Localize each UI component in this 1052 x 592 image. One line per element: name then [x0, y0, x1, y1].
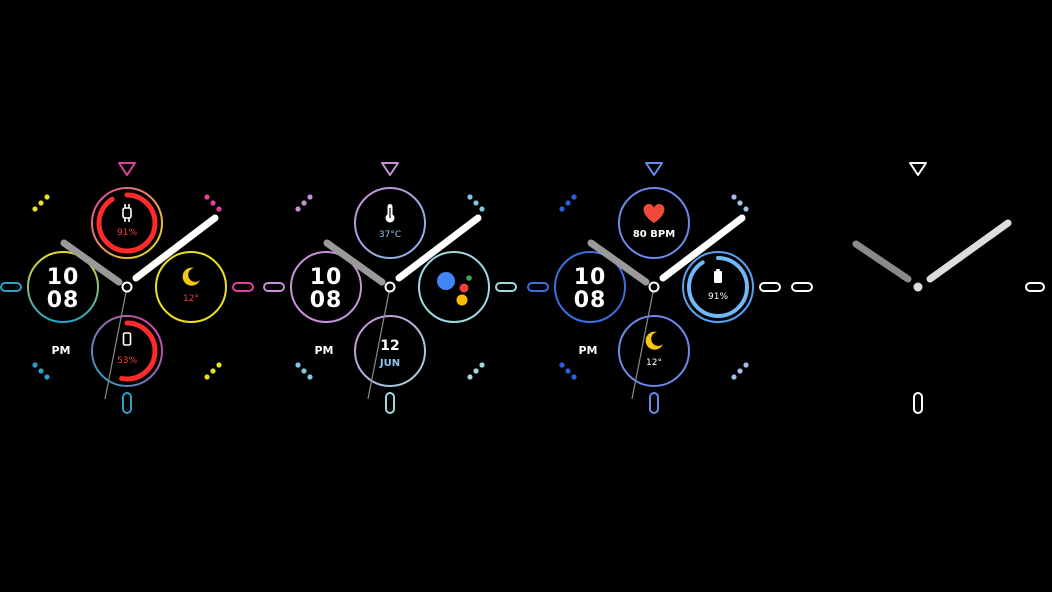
- right-complication[interactable]: 12°: [155, 251, 227, 323]
- center-pin: [648, 281, 660, 293]
- minute-hand: [659, 214, 746, 282]
- hour-hand: [60, 239, 123, 286]
- dots-top-right: [467, 194, 485, 212]
- nine-marker: [791, 282, 813, 292]
- center-pin: [913, 282, 923, 292]
- top-complication[interactable]: 37°C: [354, 187, 426, 259]
- six-marker: [649, 392, 659, 414]
- center-pin: [121, 281, 133, 293]
- nine-marker: [0, 282, 22, 292]
- ampm-label: PM: [578, 344, 597, 357]
- dots-top-left: [559, 194, 577, 212]
- heart-icon: [643, 204, 665, 223]
- dots-bottom-right: [467, 362, 485, 380]
- dots-bottom-left: [295, 362, 313, 380]
- minute-hand: [132, 214, 219, 282]
- watch-face-4[interactable]: [791, 162, 1045, 414]
- right-progress-arc: [687, 256, 749, 318]
- moon-icon: [182, 267, 200, 286]
- second-hand: [631, 286, 655, 400]
- top-complication-value: 37°C: [379, 230, 401, 240]
- hour-hand: [852, 240, 912, 283]
- bottom-progress-arc: [96, 320, 158, 382]
- dots-bottom-left: [32, 362, 50, 380]
- moon-icon: [645, 331, 663, 350]
- hour-hand: [323, 239, 386, 286]
- phone-icon: [122, 332, 132, 346]
- battery-icon: [714, 269, 722, 283]
- dots-top-right: [204, 194, 222, 212]
- twelve-triangle-marker: [118, 162, 136, 176]
- nine-marker: [263, 282, 285, 292]
- bottom-complication-value: 53%: [117, 356, 137, 366]
- twelve-triangle-marker: [909, 162, 927, 176]
- assistant-icon: [437, 272, 472, 306]
- time-minute: 08: [574, 288, 607, 313]
- hour-hand: [587, 239, 650, 286]
- time-hour: 10: [47, 265, 80, 290]
- watch-face-3[interactable]: 10 08 PM 80 BPM 91% 12°: [527, 162, 781, 414]
- dots-bottom-right: [731, 362, 749, 380]
- bottom-complication[interactable]: 12 JUN: [354, 315, 426, 387]
- ampm-label: PM: [314, 344, 333, 357]
- six-marker: [122, 392, 132, 414]
- time-minute: 08: [47, 288, 80, 313]
- twelve-triangle-marker: [381, 162, 399, 176]
- bottom-complication-value: 12°: [646, 358, 662, 368]
- nine-marker: [527, 282, 549, 292]
- three-marker: [495, 282, 517, 292]
- minute-hand: [926, 219, 1012, 283]
- watch-icon: [122, 204, 132, 222]
- right-complication[interactable]: 91%: [682, 251, 754, 323]
- bottom-complication[interactable]: 12°: [618, 315, 690, 387]
- right-complication-value: 12°: [183, 294, 199, 304]
- time-complication[interactable]: 10 08: [554, 251, 626, 323]
- top-progress-arc: [96, 192, 158, 254]
- thermometer-icon: [385, 204, 395, 223]
- date-day: 12: [380, 338, 399, 354]
- second-hand: [367, 286, 391, 400]
- date-month: JUN: [379, 358, 400, 369]
- dots-bottom-right: [204, 362, 222, 380]
- dots-top-left: [295, 194, 313, 212]
- minute-hand: [395, 214, 482, 282]
- right-complication-value: 91%: [708, 292, 728, 302]
- center-pin: [384, 281, 396, 293]
- six-marker: [385, 392, 395, 414]
- top-complication-value: 91%: [117, 228, 137, 238]
- time-hour: 10: [310, 265, 343, 290]
- dots-top-right: [731, 194, 749, 212]
- top-complication[interactable]: 80 BPM: [618, 187, 690, 259]
- dots-bottom-left: [559, 362, 577, 380]
- ampm-label: PM: [51, 344, 70, 357]
- three-marker: [759, 282, 781, 292]
- time-complication[interactable]: 10 08: [290, 251, 362, 323]
- three-marker: [1025, 282, 1045, 292]
- six-marker: [913, 392, 923, 414]
- watch-face-2[interactable]: 10 08 PM 37°C 12 JUN: [263, 162, 517, 414]
- second-hand: [104, 286, 128, 400]
- top-complication[interactable]: 91%: [91, 187, 163, 259]
- twelve-triangle-marker: [645, 162, 663, 176]
- dots-top-left: [32, 194, 50, 212]
- time-minute: 08: [310, 288, 343, 313]
- right-complication[interactable]: [418, 251, 490, 323]
- three-marker: [232, 282, 254, 292]
- top-complication-value: 80 BPM: [633, 229, 675, 240]
- watch-face-1[interactable]: 10 08 PM 91% 12° 53%: [0, 162, 254, 414]
- time-complication[interactable]: 10 08: [27, 251, 99, 323]
- bottom-complication[interactable]: 53%: [91, 315, 163, 387]
- time-hour: 10: [574, 265, 607, 290]
